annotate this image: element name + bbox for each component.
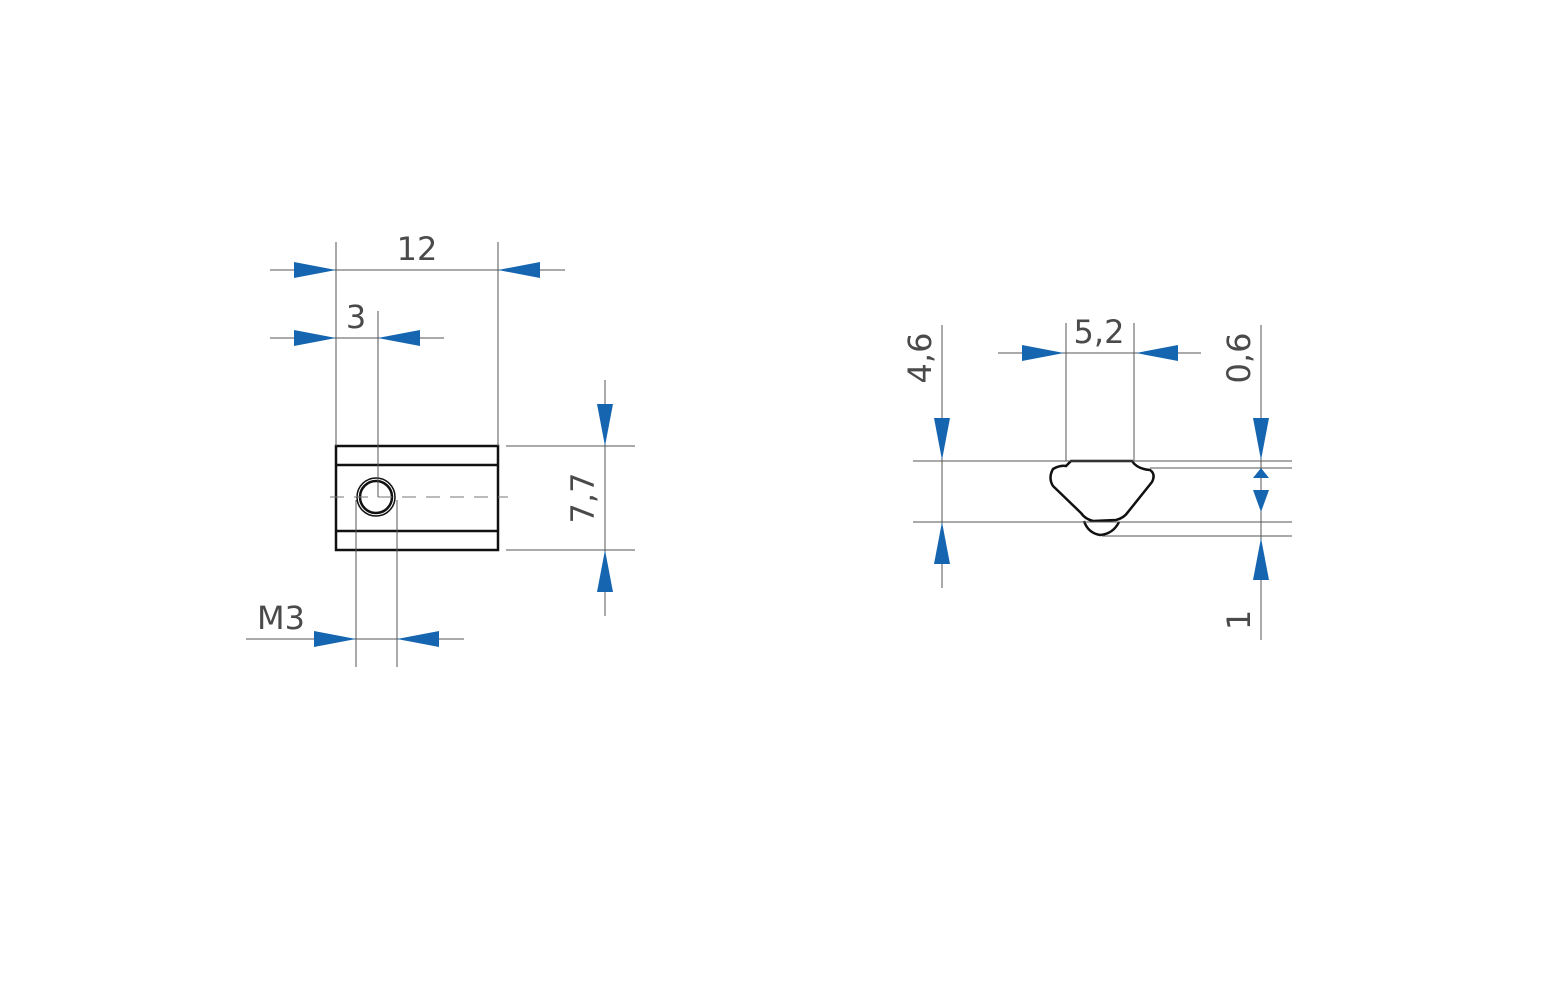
side-view: 5,2 4,6 0,6 1: [901, 313, 1292, 640]
arrow-12-left: [294, 262, 336, 278]
dim-label-12: 12: [397, 230, 438, 268]
arrow-4-6-bottom: [934, 522, 950, 564]
dim-label-1: 1: [1220, 610, 1258, 630]
dim-label-m3: M3: [257, 599, 305, 637]
arrow-1-top: [1253, 490, 1269, 512]
dim-label-3: 3: [346, 298, 366, 336]
dim-label-0-6: 0,6: [1220, 333, 1258, 384]
arrow-1-bottom: [1253, 538, 1269, 580]
dim-label-5-2: 5,2: [1074, 313, 1125, 351]
arrow-0-6-top: [1253, 418, 1269, 460]
t-nut-profile-bottom-boss: [1082, 520, 1121, 537]
arrow-5-2-left: [1022, 345, 1064, 361]
dim-label-4-6: 4,6: [901, 333, 939, 384]
arrow-0-6-bottom: [1253, 468, 1269, 478]
arrow-7-7-bottom: [597, 550, 613, 592]
t-nut-profile-outline: [1049, 459, 1155, 523]
arrow-3-right: [378, 330, 420, 346]
arrow-5-2-right: [1136, 345, 1178, 361]
dim-label-7-7: 7,7: [564, 473, 602, 524]
front-view: 12 3 M3 7,7: [246, 230, 635, 667]
arrow-3-left: [294, 330, 336, 346]
arrow-m3-left: [314, 631, 356, 647]
arrow-12-right: [498, 262, 540, 278]
arrow-m3-right: [397, 631, 439, 647]
arrow-4-6-top: [934, 418, 950, 460]
t-nut-front-outline: [334, 444, 500, 552]
arrow-7-7-top: [597, 404, 613, 446]
